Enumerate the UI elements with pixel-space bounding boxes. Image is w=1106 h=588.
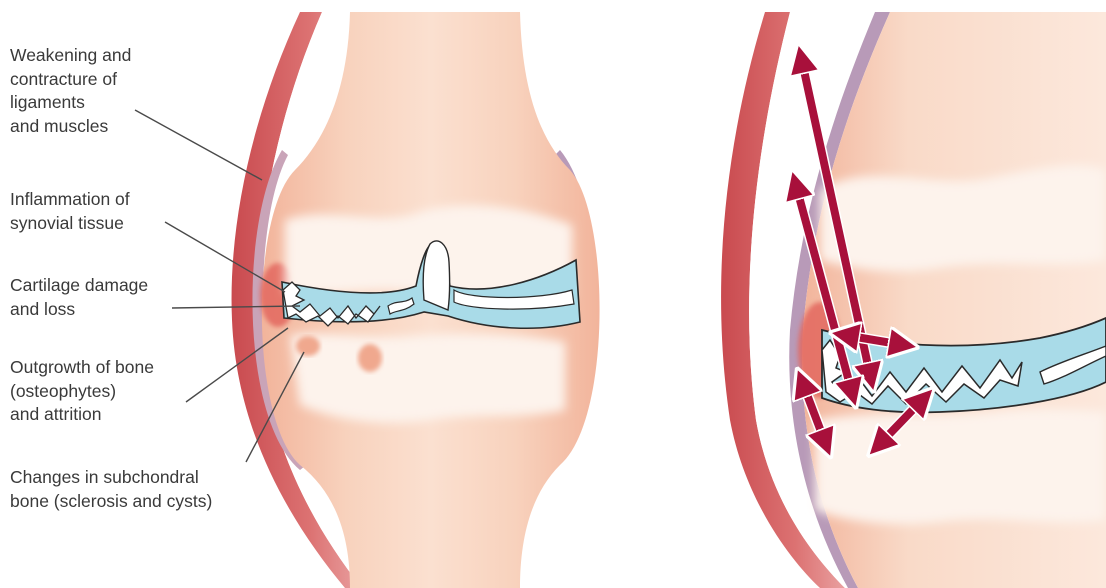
left-joint	[232, 12, 600, 588]
right-joint-zoom	[721, 12, 1106, 588]
subchondral-cyst	[296, 336, 320, 356]
subchondral-cyst	[358, 344, 382, 372]
label-cartilage-damage: Cartilage damage and loss	[10, 274, 148, 321]
leader-line-ligaments	[135, 110, 262, 180]
label-ligaments-muscles: Weakening and contracture of ligaments a…	[10, 44, 131, 138]
label-osteophytes: Outgrowth of bone (osteophytes) and attr…	[10, 356, 154, 427]
label-synovial-inflammation: Inflammation of synovial tissue	[10, 188, 130, 235]
label-subchondral-bone: Changes in subchondral bone (sclerosis a…	[10, 466, 212, 513]
